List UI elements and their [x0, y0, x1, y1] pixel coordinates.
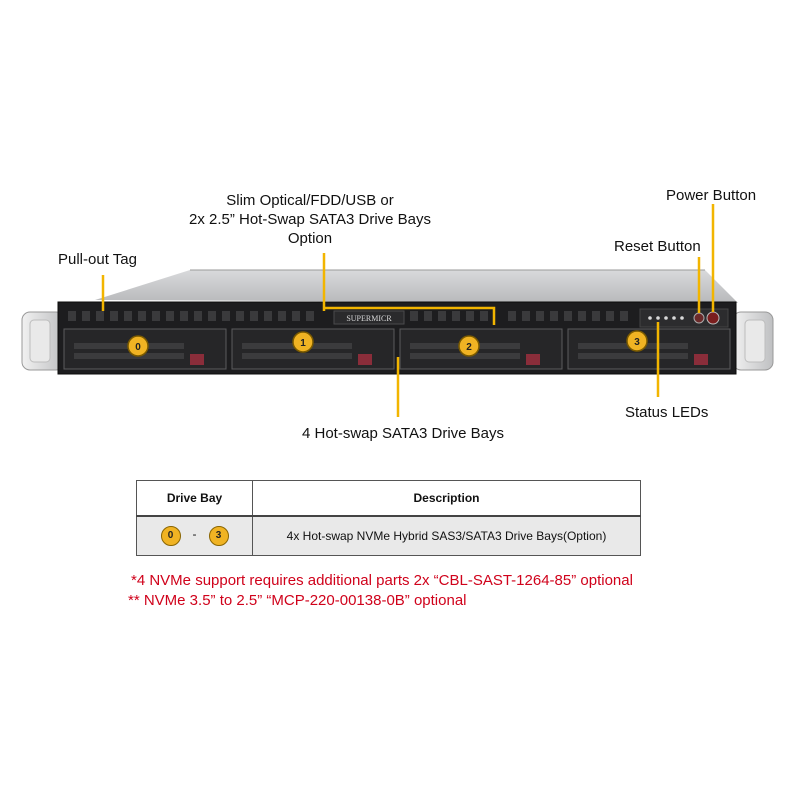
drive-bay-1	[231, 328, 395, 370]
bay-badge-0: 0	[127, 335, 149, 357]
status-led-4	[672, 316, 676, 320]
vent-slots	[68, 311, 628, 321]
slim-optical-label-line3: Option	[287, 230, 333, 247]
power-button-label: Power Button	[666, 187, 757, 204]
drive-bay-table: Drive Bay Description 0-3 4x Hot-swap NV…	[136, 480, 641, 556]
table-row: 0-3 4x Hot-swap NVMe Hybrid SAS3/SATA3 D…	[136, 515, 641, 556]
pull-out-tag-label: Pull-out Tag	[58, 251, 137, 268]
note-nvme-adapter: ** NVMe 3.5” to 2.5” “MCP-220-00138-0B” …	[128, 592, 467, 609]
bay-badge-1: 1	[292, 331, 314, 353]
status-led-2	[656, 316, 660, 320]
brand-plate	[333, 310, 405, 325]
bay-start-badge: 0	[160, 526, 181, 546]
drive-bay-range: 0-3	[136, 515, 253, 556]
callout-lines	[101, 204, 715, 417]
reset-button	[693, 312, 705, 324]
table-header-row: Drive Bay Description	[136, 480, 641, 517]
header-drive-bay: Drive Bay	[136, 480, 253, 517]
slim-optical-label: Slim Optical/FDD/USB or 2x 2.5” Hot-Swap…	[150, 191, 470, 248]
drive-bays-label: 4 Hot-swap SATA3 Drive Bays	[302, 425, 505, 442]
slim-optical-leader	[322, 253, 496, 325]
status-leds-label: Status LEDs	[625, 404, 709, 421]
status-led-5	[680, 316, 684, 320]
bay-range-separator: -	[192, 527, 197, 541]
bay-badge-3-text: 3	[634, 337, 640, 348]
bay-badge-2: 2	[458, 335, 480, 357]
brand-text: SUPERMICR	[346, 314, 392, 323]
control-panel	[639, 308, 729, 328]
bay-end-badge: 3	[208, 526, 229, 546]
bay-badge-3: 3	[626, 330, 648, 352]
status-led-1	[648, 316, 652, 320]
status-led-3	[664, 316, 668, 320]
drive-bay-2	[399, 328, 563, 370]
slim-optical-label-line2: 2x 2.5” Hot-Swap SATA3 Drive Bays	[188, 211, 432, 228]
power-button	[706, 311, 720, 325]
bay-badge-0-text: 0	[135, 342, 141, 353]
bay-badge-1-text: 1	[300, 338, 306, 349]
drive-bay-3	[567, 328, 731, 370]
header-description: Description	[252, 480, 641, 517]
slim-optical-label-line1: Slim Optical/FDD/USB or	[226, 192, 394, 209]
bay-badge-2-text: 2	[466, 342, 472, 353]
bay-description: 4x Hot-swap NVMe Hybrid SAS3/SATA3 Drive…	[252, 515, 641, 556]
reset-button-label: Reset Button	[614, 238, 701, 255]
note-nvme-cables: *4 NVMe support requires additional part…	[131, 572, 633, 589]
chassis-top	[95, 270, 738, 303]
